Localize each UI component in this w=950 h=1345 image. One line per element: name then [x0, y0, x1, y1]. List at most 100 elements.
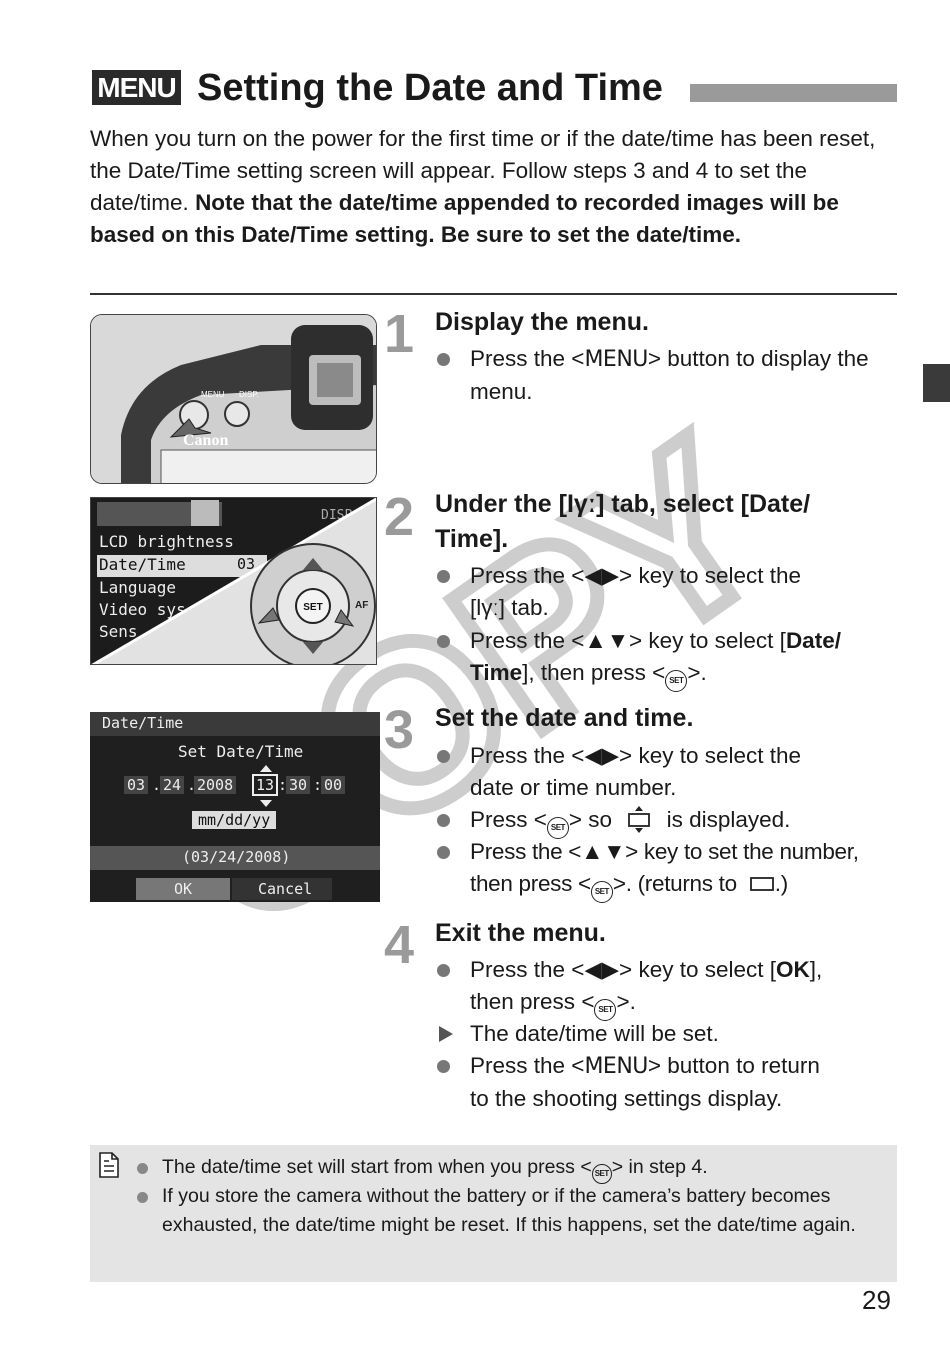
text: Press the <	[470, 1053, 585, 1078]
set-button-icon: SET	[665, 670, 688, 692]
menu-tab-selected	[191, 500, 219, 526]
intro-bold: Note that the date/time appended to reco…	[90, 190, 839, 247]
menu-item-language: Language	[99, 578, 177, 597]
dial-overlay: SET AF	[91, 498, 376, 664]
menu-date-fragment: 03	[237, 555, 256, 573]
text: > key to select [	[619, 957, 776, 982]
step-2-bullet-2: Press the <▲▼> key to select [Date/Time]…	[437, 625, 907, 692]
bullet-dot	[437, 750, 450, 763]
text: Press the <	[470, 957, 585, 982]
camera-menu-label: MENU	[201, 390, 225, 399]
intro-paragraph: When you turn on the power for the first…	[90, 123, 900, 251]
dt-format[interactable]: mm/dd/yy	[192, 811, 277, 829]
text: > key to select the	[619, 743, 802, 768]
page-title: Setting the Date and Time	[197, 67, 663, 109]
text: If you store the camera without the batt…	[162, 1185, 856, 1236]
text: then press <	[470, 871, 591, 896]
text: Under the [	[435, 490, 567, 518]
text: Press the <	[470, 346, 585, 371]
text: > key to set the number,	[625, 839, 859, 864]
dt-day: 24	[160, 776, 185, 794]
text: Time].	[435, 525, 509, 553]
note-item-2: If you store the camera without the batt…	[137, 1182, 882, 1240]
divider	[90, 293, 897, 295]
step-2-bullet-1: Press the <◀▶> key to select the[Ɩγː] ta…	[437, 560, 907, 624]
up-down-key-icon: ▲▼	[581, 839, 626, 864]
dt-updown-icon	[260, 765, 272, 807]
set-button-icon: SET	[594, 999, 617, 1021]
step-2-number: 2	[384, 487, 415, 547]
text: ] tab, select [Date/	[596, 490, 811, 518]
dt-minute: 30	[286, 776, 311, 794]
step-4-result: The date/time will be set.	[437, 1018, 907, 1050]
updown-marker-icon	[628, 806, 651, 833]
page-number: 29	[862, 1285, 891, 1315]
menu-item-video: Video sys	[99, 600, 186, 619]
menu-item-lcd: LCD brightness	[99, 532, 234, 551]
camera-disp-label: DISP.	[239, 390, 259, 399]
text: > in step 4.	[611, 1156, 708, 1178]
left-right-key-icon: ◀▶	[584, 957, 620, 982]
dt-cancel-button[interactable]: Cancel	[258, 880, 313, 898]
text: ], then press <	[522, 660, 666, 685]
step-1-bullet-1: Press the <MENU> button to display the m…	[437, 343, 907, 408]
set-button-icon: SET	[590, 881, 613, 903]
dt-year: 2008	[194, 776, 237, 794]
box-marker-icon	[749, 877, 774, 891]
text: >.	[687, 660, 707, 685]
chapter-tab	[923, 364, 950, 402]
text: >. (returns to	[612, 871, 737, 896]
step-4-bullet-1: Press the <◀▶> key to select [OK],then p…	[437, 954, 907, 1021]
dt-ok-button[interactable]: OK	[174, 880, 193, 898]
step-1-title: Display the menu.	[435, 308, 649, 336]
step-2-title: Under the [Ɩγː] tab, select [Date/Time].	[435, 487, 905, 557]
text: Press the <	[470, 743, 585, 768]
dt-sep-1: .	[152, 776, 162, 794]
text: > so	[568, 807, 613, 832]
intro-plain: When you turn on the power for the first…	[90, 126, 876, 215]
datetime-screen-image: Date/Time Set Date/Time 03 . 24 . 2008 1…	[90, 712, 380, 902]
dt-cancel-bg	[232, 878, 332, 900]
up-down-key-icon: ▲▼	[584, 628, 629, 653]
dt-colon-2: :	[313, 776, 323, 794]
setup-tab-icon: Ɩγː	[476, 595, 499, 620]
note-item-1: The date/time set will start from when y…	[137, 1153, 882, 1184]
dt-hour[interactable]: 13	[252, 774, 279, 796]
dt-header: Date/Time	[102, 714, 184, 732]
menu-item-sens: Sens	[99, 622, 138, 641]
menu-item-highlight	[97, 555, 267, 577]
bullet-dot	[437, 814, 450, 827]
left-right-key-icon: ◀▶	[584, 563, 620, 588]
text: Date/	[785, 628, 841, 653]
dt-subtitle: Set Date/Time	[178, 742, 304, 761]
dt-ok-bg	[136, 878, 230, 900]
text: The date/time will be set.	[470, 1021, 719, 1046]
text: >.	[616, 989, 636, 1014]
bullet-dot	[437, 964, 450, 977]
text: > button to return	[647, 1053, 820, 1078]
text: The date/time set will start from when y…	[162, 1156, 592, 1178]
menu-button-icon: MENU	[584, 347, 648, 372]
text: .)	[774, 871, 788, 896]
bullet-dot	[437, 353, 450, 366]
bullet-dot	[437, 1060, 450, 1073]
note-box: The date/time set will start from when y…	[90, 1145, 897, 1282]
dt-colon-1: :	[278, 776, 288, 794]
step-3-bullet-2: Press <SET> so is displayed.	[437, 804, 907, 839]
step-4-number: 4	[384, 915, 415, 975]
bullet-dot	[137, 1192, 148, 1203]
text: > key to select [	[628, 628, 786, 653]
dt-preview-bar	[90, 846, 380, 870]
step-1-number: 1	[384, 304, 415, 364]
menu-screen-image: DISP LCD brightness Date/Time 03 Languag…	[90, 497, 377, 665]
text: is displayed.	[666, 807, 791, 832]
text: > button to display the menu.	[470, 346, 869, 404]
text: Press <	[470, 807, 547, 832]
step-3-number: 3	[384, 700, 415, 760]
bullet-dot	[437, 846, 450, 859]
text: Press the <	[470, 628, 585, 653]
set-button-icon: SET	[591, 1164, 612, 1184]
step-3-title: Set the date and time.	[435, 704, 694, 732]
